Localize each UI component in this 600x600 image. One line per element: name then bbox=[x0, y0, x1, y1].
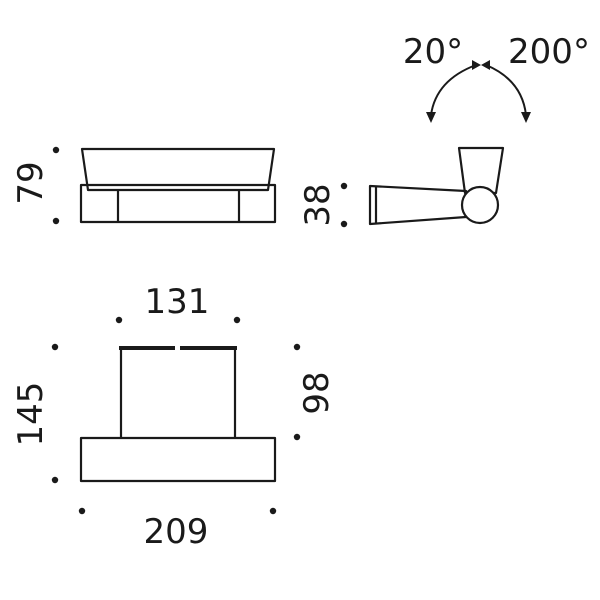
side-view-arrowhead-right bbox=[521, 112, 531, 123]
front-view-base bbox=[79, 183, 277, 224]
front-view: 79 bbox=[11, 146, 277, 225]
side-view-angle-left-label: 20° bbox=[403, 32, 463, 72]
side-view-dim-dot-top bbox=[340, 182, 348, 190]
front-view-height-label: 79 bbox=[11, 161, 51, 204]
top-view-inner-height-dot-bottom bbox=[293, 433, 301, 441]
top-view-base bbox=[79, 436, 277, 483]
top-view-total-width-label: 209 bbox=[144, 512, 209, 552]
top-view-total-width-dot-left bbox=[78, 507, 86, 515]
top-view-total-height-dot-bottom bbox=[51, 476, 59, 484]
top-view-total-height-label: 145 bbox=[11, 382, 51, 447]
side-view-rotation-arc-left bbox=[430, 64, 477, 116]
front-view-dim-dot-top bbox=[52, 146, 60, 154]
top-view-inner-width-label: 131 bbox=[145, 282, 210, 322]
side-view-arm bbox=[368, 184, 468, 226]
side-view-rotation-arc-right bbox=[485, 64, 527, 116]
top-view-total-width-dot-right bbox=[269, 507, 277, 515]
top-view: 131 145 98 209 bbox=[11, 282, 337, 552]
side-view-pivot-joint bbox=[460, 185, 500, 225]
front-view-tray bbox=[80, 147, 276, 192]
side-view-angle-right-label: 200° bbox=[508, 32, 590, 72]
top-view-inner-height-label: 98 bbox=[297, 371, 337, 414]
front-view-dim-dot-bottom bbox=[52, 217, 60, 225]
side-view-cup bbox=[457, 146, 505, 195]
top-view-total-height-dot-top bbox=[51, 343, 59, 351]
side-view-arrowhead-left bbox=[426, 112, 436, 123]
top-view-inner-width-dot-right bbox=[233, 316, 241, 324]
side-view-height-label: 38 bbox=[298, 183, 338, 226]
side-view-dim-dot-bottom bbox=[340, 220, 348, 228]
top-view-cup-body bbox=[119, 350, 237, 438]
side-view: 20° 200° 38 bbox=[298, 32, 590, 228]
side-view-pivot-marker bbox=[472, 60, 490, 70]
top-view-inner-width-dot-left bbox=[115, 316, 123, 324]
top-view-inner-height-dot-top bbox=[293, 343, 301, 351]
